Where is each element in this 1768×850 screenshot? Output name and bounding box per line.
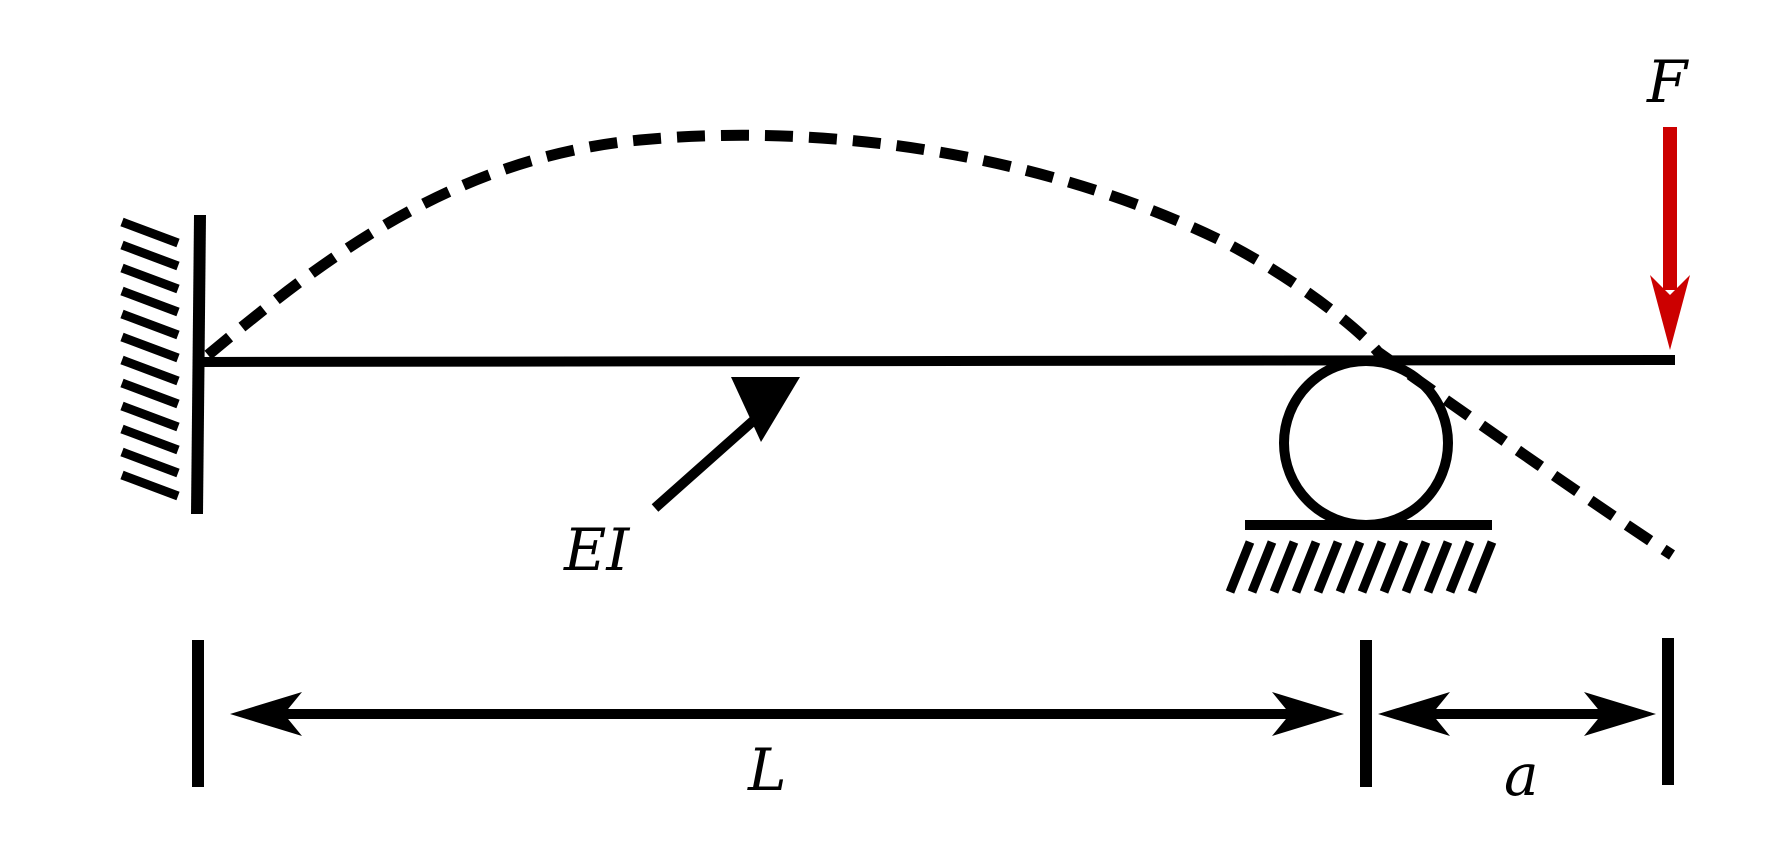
dimension-lines	[192, 638, 1674, 787]
force-arrow-head	[1650, 275, 1690, 350]
overhang-length-label: a	[1504, 741, 1539, 809]
span-length-label: L	[747, 736, 787, 804]
force-arrow	[1650, 127, 1690, 350]
force-label: F	[1646, 48, 1689, 116]
roller-circle	[1279, 356, 1453, 530]
beam	[197, 355, 1676, 367]
deflection-curve	[204, 129, 1676, 560]
flexural-rigidity-label: EI	[563, 516, 630, 584]
ei-pointer-arrow	[651, 377, 800, 512]
roller-support	[1225, 356, 1497, 594]
fixed-wall-support	[120, 214, 206, 515]
span-dimension-arrow	[230, 692, 1344, 736]
overhang-dimension-arrow	[1378, 692, 1656, 736]
ground-hatching	[1225, 540, 1497, 594]
wall-hatching	[120, 217, 180, 501]
